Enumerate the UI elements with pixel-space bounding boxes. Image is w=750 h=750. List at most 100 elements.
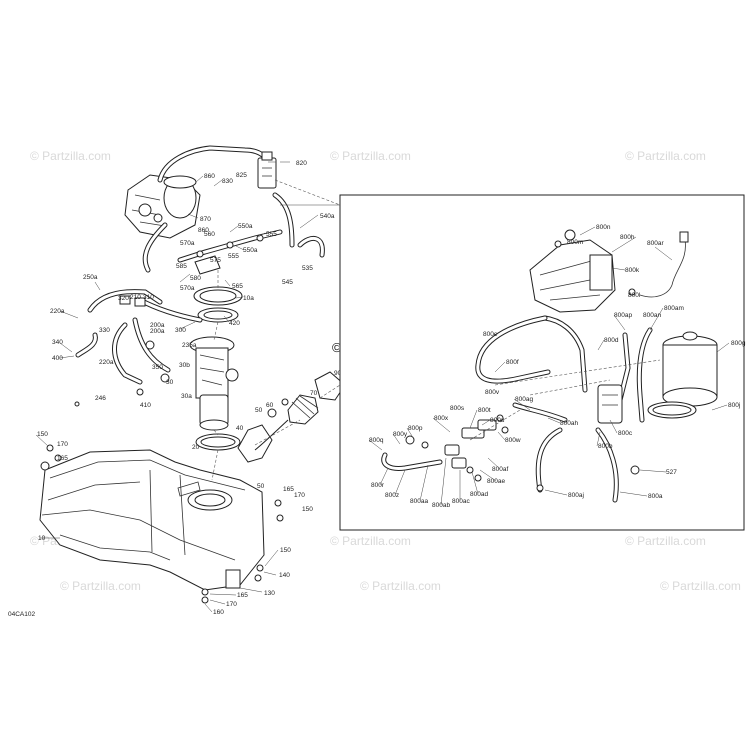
callout: 200a xyxy=(150,328,165,335)
callout: 825 xyxy=(236,172,247,179)
callout: 800ac xyxy=(452,498,470,505)
filler-neck xyxy=(237,371,346,463)
detail-hoses xyxy=(381,315,653,503)
callout: 350 xyxy=(152,364,163,371)
callout: 555 xyxy=(228,253,239,260)
main-leaders xyxy=(35,161,319,613)
callout: 170 xyxy=(57,441,68,448)
watermark: © Partzilla.com xyxy=(360,579,441,593)
callout: 20 xyxy=(192,444,200,451)
watermark: © Partzilla.com xyxy=(330,534,411,548)
vent-line-rail xyxy=(177,229,283,275)
callout: 800x xyxy=(434,415,449,422)
callout: 70 xyxy=(310,390,318,397)
callout: 535 xyxy=(302,265,313,272)
fuel-line-fittings xyxy=(405,414,640,492)
callout: 550a xyxy=(243,247,258,254)
detail-leaders xyxy=(368,226,730,506)
callout: 800c xyxy=(618,430,633,437)
main-assembly xyxy=(39,145,346,604)
callout: 800ab xyxy=(432,502,450,509)
callout: 410 xyxy=(140,402,151,409)
callout: 50 xyxy=(257,483,265,490)
callout: 545 xyxy=(282,279,293,286)
callout: 10 xyxy=(38,535,46,542)
callout: 800b xyxy=(598,443,613,450)
callout: 800u xyxy=(490,417,505,424)
callout: 800k xyxy=(625,267,640,274)
callout: 540a xyxy=(320,213,335,220)
callout: 40 xyxy=(236,425,244,432)
lock-ring xyxy=(193,286,243,323)
callout: 50 xyxy=(255,407,263,414)
solenoid-valve xyxy=(257,151,277,189)
callout: 800a xyxy=(648,493,663,500)
callout: 320 xyxy=(118,295,129,302)
callout: 150 xyxy=(280,547,291,554)
callout: 30b xyxy=(179,362,190,369)
watermark: © Partzilla.com xyxy=(60,579,141,593)
watermark: © Partzilla.com xyxy=(625,149,706,163)
fuel-supply-hoses xyxy=(75,289,203,385)
callout: 140 xyxy=(279,572,290,579)
pump-seal xyxy=(195,433,241,451)
callout: 800m xyxy=(567,239,583,246)
callout: 800v xyxy=(485,389,500,396)
callout: 30 xyxy=(166,379,174,386)
callout: 800q xyxy=(369,437,384,444)
callout: 800j xyxy=(728,402,740,409)
callout: 800aj xyxy=(568,492,584,499)
callout: 820 xyxy=(296,160,307,167)
callout: 570a xyxy=(180,285,195,292)
callout: 220a xyxy=(50,308,65,315)
callout: 800an xyxy=(643,312,661,319)
callout: 250a xyxy=(83,274,98,281)
callout: 10a xyxy=(243,295,254,302)
watermark: © Partzilla.com xyxy=(625,534,706,548)
callout: 165 xyxy=(283,486,294,493)
callout: 800p xyxy=(408,425,423,432)
callout: 170 xyxy=(226,601,237,608)
callout: 170 xyxy=(294,492,305,499)
callout: 565 xyxy=(232,283,243,290)
callout: 60 xyxy=(266,402,274,409)
callout: 550a xyxy=(238,223,253,230)
callout: 800ag xyxy=(515,396,533,403)
purge-valve xyxy=(597,384,623,424)
callout: 830 xyxy=(222,178,233,185)
callout: 246 xyxy=(95,395,106,402)
callout: 165 xyxy=(237,592,248,599)
fuel-tank xyxy=(39,449,265,591)
callout: 165 xyxy=(57,455,68,462)
callout: 800f xyxy=(506,359,519,366)
callout: 800e xyxy=(483,331,498,338)
callout: 575 xyxy=(210,257,221,264)
main-callouts: 860 830 825 820 870 860 560 550a 555 540… xyxy=(8,160,342,618)
diagram-code: 04CA102 xyxy=(8,611,35,618)
callout: 800w xyxy=(505,437,521,444)
callout: 800ar xyxy=(647,240,664,247)
wire-harness xyxy=(639,231,689,298)
callout: 800z xyxy=(385,492,399,499)
callout: 800y xyxy=(393,431,408,438)
charcoal-canister xyxy=(647,331,718,419)
callout: 560 xyxy=(204,231,215,238)
callout: 130 xyxy=(264,590,275,597)
callout: 90 xyxy=(334,370,342,377)
detail-assembly-lines xyxy=(469,359,661,441)
callout: 555 xyxy=(266,231,277,238)
callout: 300 xyxy=(175,327,186,334)
callout: 800am xyxy=(664,305,684,312)
callout: 160 xyxy=(213,609,224,616)
callout: 235a xyxy=(182,342,197,349)
callout: 870 xyxy=(200,216,211,223)
callout: 800r xyxy=(371,482,385,489)
callout: 800l xyxy=(628,292,641,299)
callout: 400 xyxy=(52,355,63,362)
callout: 527 xyxy=(666,469,677,476)
callout: 800s xyxy=(450,405,465,412)
callout: 800ae xyxy=(487,478,505,485)
callout: 800aa xyxy=(410,498,428,505)
callout: 860 xyxy=(204,173,215,180)
callout: 800ad xyxy=(470,491,488,498)
